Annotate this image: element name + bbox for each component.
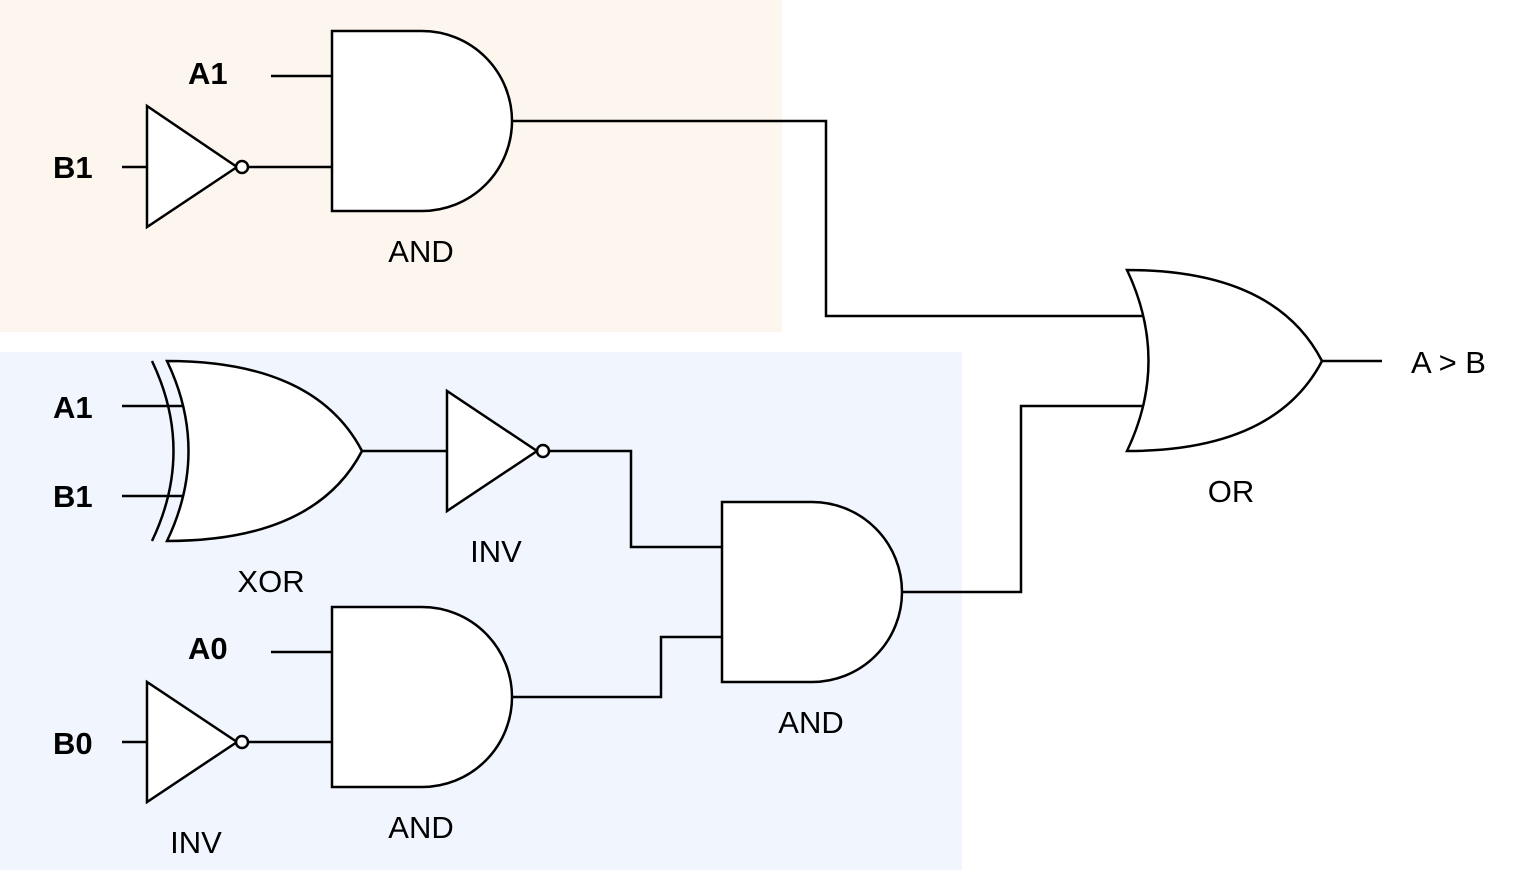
inverter-top bbox=[145, 103, 240, 230]
gate-label-and-bottom: AND bbox=[388, 810, 453, 845]
and-gate-top bbox=[330, 29, 514, 213]
input-label-top-a1: A1 bbox=[188, 56, 228, 91]
wire-and-top-to-or bbox=[512, 119, 1146, 318]
input-label-top-b1: B1 bbox=[53, 150, 93, 185]
inverter-top-bubble bbox=[234, 159, 250, 175]
inverter-bottom bbox=[145, 679, 240, 805]
gate-label-inv-bottom: INV bbox=[170, 825, 222, 860]
and-gate-mid bbox=[720, 500, 904, 684]
wire-and-bottom-to-and-mid bbox=[512, 635, 722, 699]
gate-label-top-and: AND bbox=[388, 234, 453, 269]
gate-label-or: OR bbox=[1208, 474, 1255, 509]
inverter-mid-bubble bbox=[535, 443, 551, 459]
inverter-bottom-bubble bbox=[234, 734, 250, 750]
gate-label-xor: XOR bbox=[237, 564, 304, 599]
wire-and-mid-to-or bbox=[902, 404, 1146, 594]
xor-gate-back-curve bbox=[150, 360, 175, 542]
gate-label-inv-mid: INV bbox=[470, 534, 522, 569]
inverter-mid bbox=[445, 388, 540, 514]
and-gate-bottom bbox=[330, 605, 514, 789]
input-label-xor-b1: B1 bbox=[53, 479, 93, 514]
input-label-xor-a1: A1 bbox=[53, 390, 93, 425]
wire-inv-mid-to-and bbox=[549, 449, 722, 549]
xor-gate bbox=[165, 359, 364, 543]
input-label-and-a0: A0 bbox=[188, 631, 228, 666]
or-gate bbox=[1125, 268, 1324, 453]
input-label-and-b0: B0 bbox=[53, 726, 93, 761]
output-label: A > B bbox=[1411, 345, 1486, 380]
gate-label-and-mid: AND bbox=[778, 705, 843, 740]
